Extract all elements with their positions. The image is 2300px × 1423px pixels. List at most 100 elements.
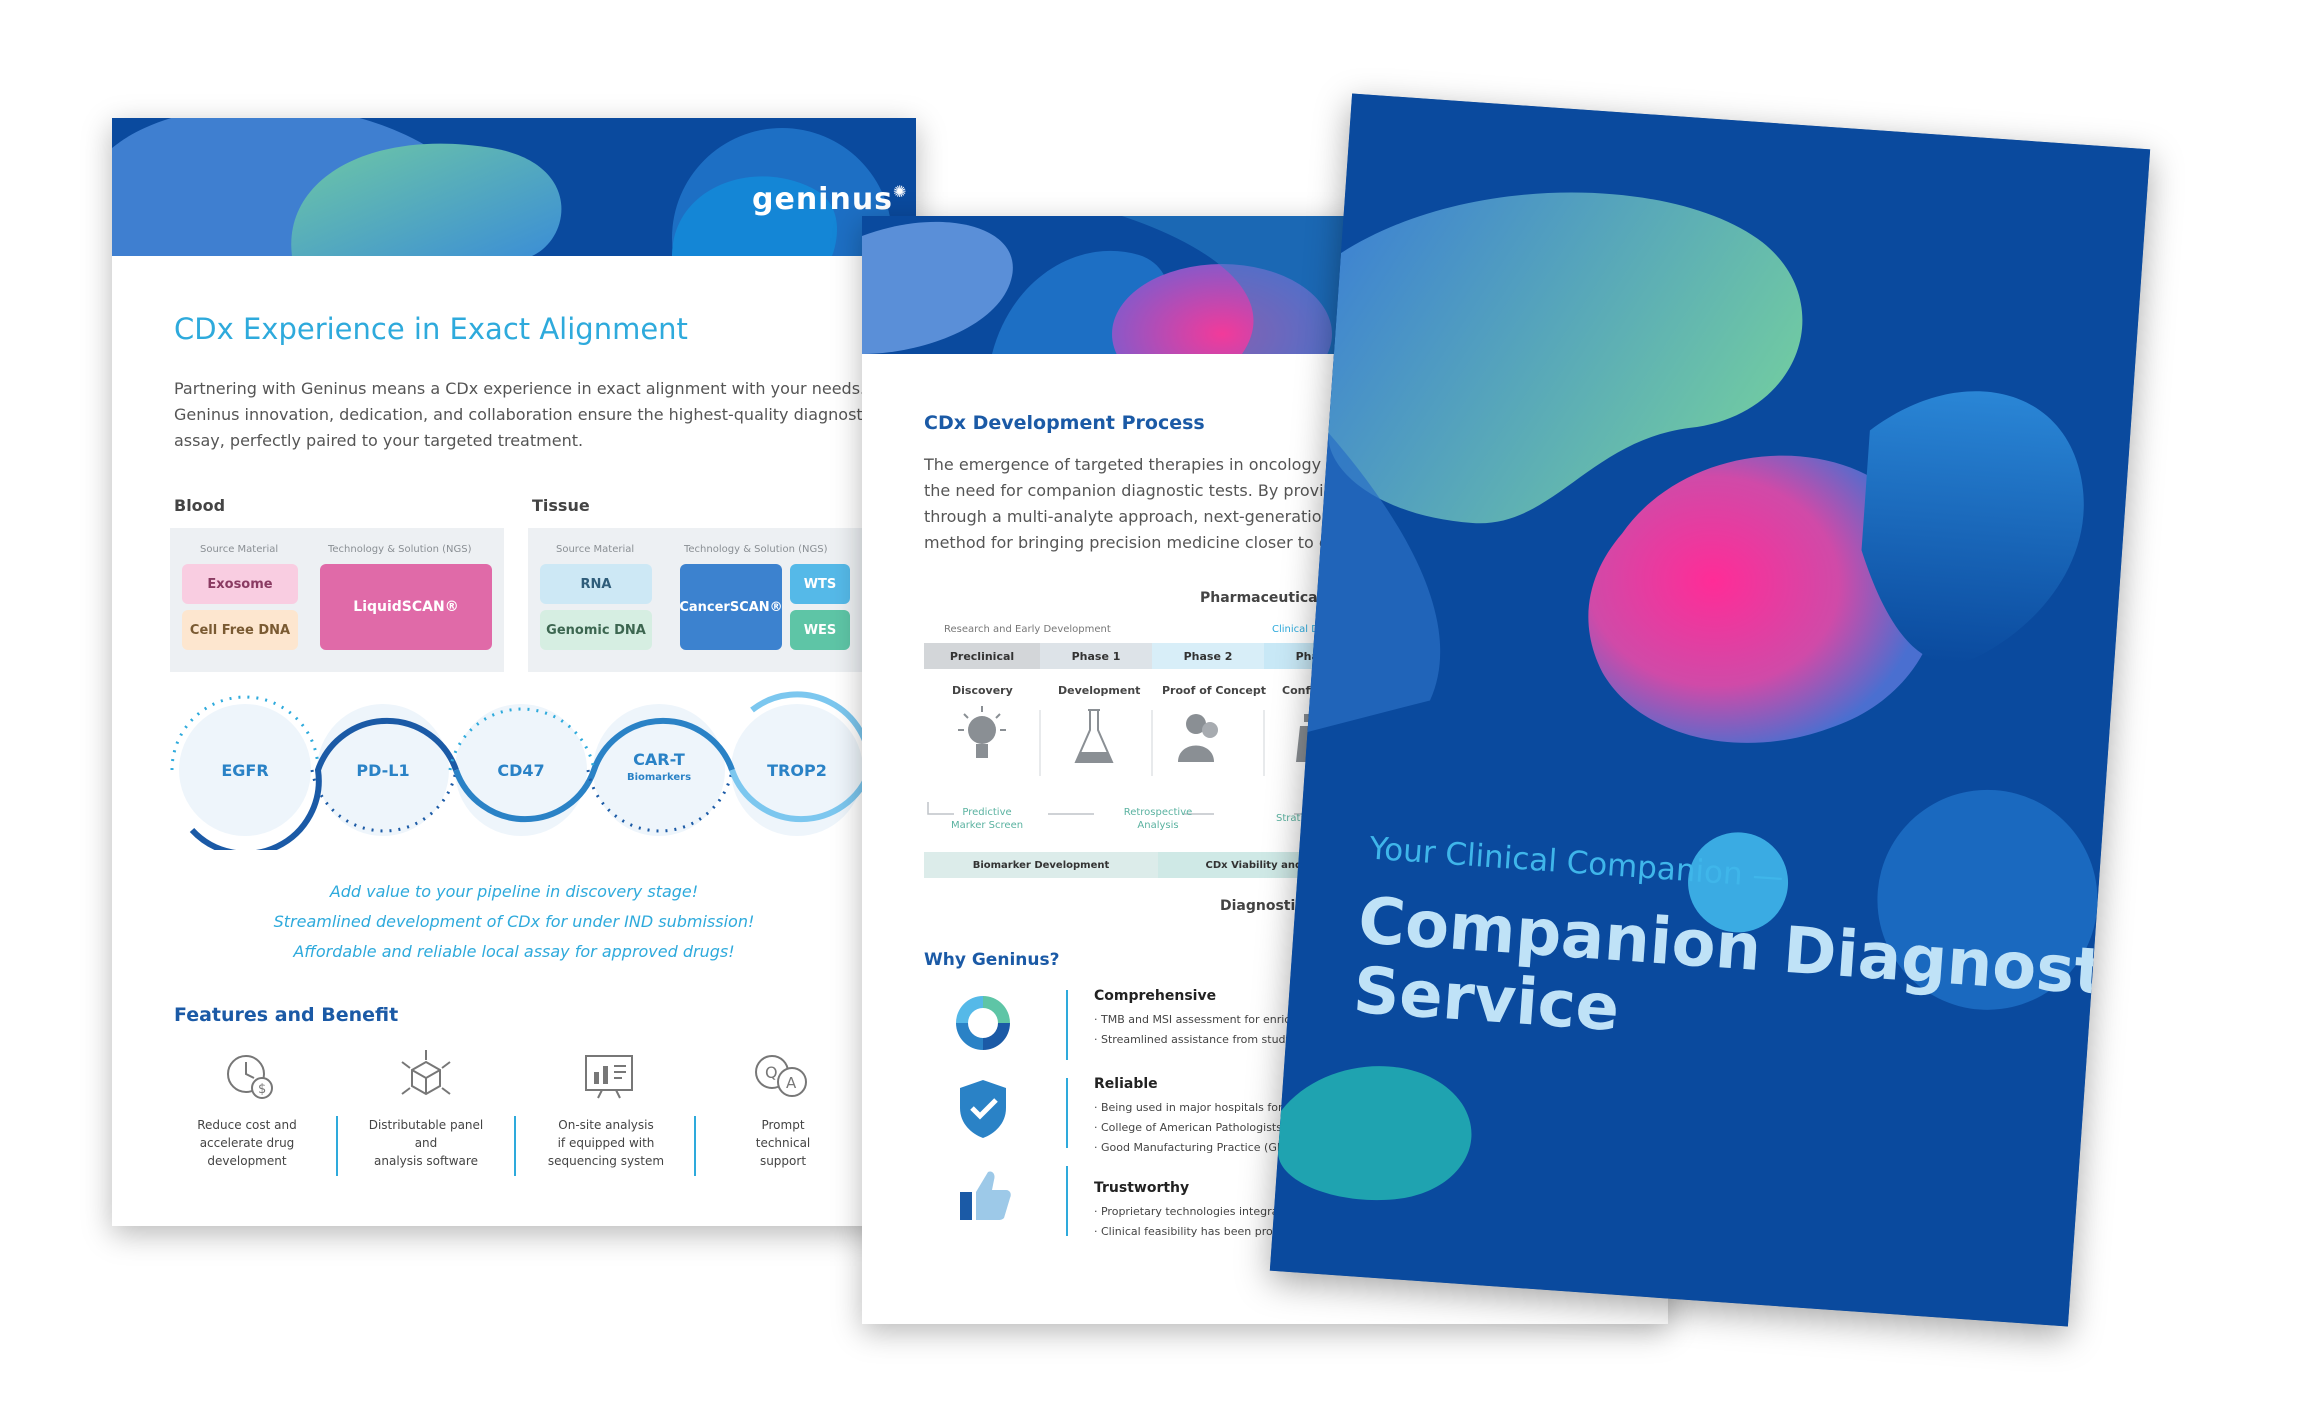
source-label: Source Material [556,544,635,555]
biomarker-car-t: CAR-T [633,750,685,769]
blood-panel: Source Material Technology & Solution (N… [170,528,504,672]
intro-line: The emergence of targeted therapies in o… [924,455,1432,474]
why-divider [1066,990,1068,1060]
tagline-2: Streamlined development of CDx for under… [273,912,755,931]
tagline-1: Add value to your pipeline in discovery … [329,882,699,901]
feature-line: Prompt [761,1118,805,1132]
bullet: · TMB and MSI assessment for enrichmen [1094,1013,1322,1026]
biomarker-pdl1: PD-L1 [356,761,410,780]
why-comprehensive-title: Comprehensive [1094,988,1217,1004]
tagline-3: Affordable and reliable local assay for … [293,942,735,961]
cover-abstract-graphic [1269,93,2151,1327]
feature-divider [514,1116,516,1176]
brochure-cover-wrapper: Your Clinical Companion — Companion Diag… [1269,93,2151,1327]
source-label: Source Material [200,544,279,555]
feature-label: On-site analysis if equipped with sequen… [531,1116,681,1170]
bullet: · College of American Pathologists (CA [1094,1121,1305,1134]
svg-text:Q: Q [765,1063,778,1082]
shield-check-icon [960,1080,1006,1138]
why-reliable-bullets: · Being used in major hospitals for deci… [1094,1098,1309,1158]
feature-divider [694,1116,696,1176]
intro-line: the need for companion diagnostic tests.… [924,481,1429,500]
biomarker-trop2: TROP2 [767,761,827,780]
solution-liquidscan: LiquidSCAN® [320,564,492,650]
why-reliable-title: Reliable [1094,1076,1158,1092]
brochure-cover: Your Clinical Companion — Companion Diag… [1269,93,2151,1327]
feature-line: support [759,1154,807,1168]
flask-icon [1074,709,1114,763]
biomarker-egfr: EGFR [221,761,269,780]
feature-divider [336,1116,338,1176]
analysis-line: Marker Screen [950,820,1024,831]
bullet: · Being used in major hospitals for deci [1094,1101,1309,1114]
intro-line: Geninus innovation, dedication, and coll… [174,405,876,424]
bullet: · Good Manufacturing Practice (GMP) [1094,1141,1298,1154]
bar-biomarker-development: Biomarker Development [924,852,1158,878]
analysis-line: Retrospective [1123,807,1193,818]
phase-2: Phase 2 [1152,643,1264,669]
page1-title: CDx Experience in Exact Alignment [174,312,688,346]
tissue-panel: Source Material Technology & Solution (N… [528,528,862,672]
step-development: Development [1058,684,1141,697]
tissue-heading: Tissue [532,496,590,515]
analysis-predictive: Predictive Marker Screen [924,806,1050,832]
step-proof-of-concept: Proof of Concept [1162,684,1266,697]
option-wes: WES [790,610,850,650]
why-comprehensive-bullets: · TMB and MSI assessment for enrichmen ·… [1094,1010,1322,1050]
feature-line: On-site analysis [558,1118,654,1132]
feature-line: if equipped with [557,1136,655,1150]
analysis-retrospective: Retrospective Analysis [1098,806,1218,832]
svg-text:$: $ [258,1082,266,1097]
solution-cancerscan: CancerSCAN® [679,564,783,650]
qa-bubbles-icon: Q A [755,1055,807,1097]
why-divider [1066,1078,1068,1148]
page1-header-graphic [112,118,916,256]
why-trustworthy-title: Trustworthy [1094,1180,1190,1196]
people-icon [1178,714,1218,762]
phase-1: Phase 1 [1040,643,1152,669]
intro-line: assay, perfectly paired to your targeted… [174,431,584,450]
intro-line: through a multi-analyte approach, next-g… [924,507,1419,526]
biomarker-cd47: CD47 [497,761,545,780]
pharmaceuticals-label: Pharmaceuticals [1200,590,1331,606]
feature-label: Distributable panel and analysis softwar… [351,1116,501,1170]
intro-line: Partnering with Geninus means a CDx expe… [174,379,866,398]
biomarker-chain-graphic [170,691,874,850]
analysis-line: Analysis [1137,820,1179,831]
why-geninus-heading: Why Geninus? [924,950,1060,970]
phase-preclinical: Preclinical [924,643,1040,669]
brochure-page-alignment: geninus✺ CDx Experience in Exact Alignme… [112,118,916,1226]
feature-label: Reduce cost and accelerate drug developm… [172,1116,322,1170]
feature-line: sequencing system [547,1154,665,1168]
feature-line: accelerate drug [199,1136,295,1150]
geninus-logo: geninus✺ [752,182,908,217]
svg-text:A: A [786,1074,797,1092]
source-rna: RNA [540,564,652,604]
feature-line: Distributable panel [368,1118,484,1132]
tech-label: Technology & Solution (NGS) [684,544,828,555]
feature-line: analysis software [374,1154,478,1168]
page2-intro: The emergence of targeted therapies in o… [924,452,1432,556]
cube-network-icon [401,1050,451,1096]
feature-line: development [207,1154,287,1168]
feature-line: Reduce cost and [197,1118,297,1132]
cycle-arrows-icon [956,996,1010,1050]
analysis-line: Predictive [962,807,1012,818]
biomarker-car-t-sub: Biomarkers [626,772,692,783]
why-divider [1066,1166,1068,1236]
feature-line: technical [755,1136,811,1150]
sun-icon: ✺ [893,182,908,201]
bullet: · Streamlined assistance from study desi [1094,1033,1319,1046]
page2-title: CDx Development Process [924,412,1205,434]
page1-intro: Partnering with Geninus means a CDx expe… [174,376,876,454]
clock-dollar-icon: $ [227,1055,273,1099]
chart-board-icon [585,1055,633,1099]
blood-heading: Blood [174,496,226,515]
features-heading: Features and Benefit [174,1004,399,1026]
step-discovery: Discovery [952,684,1013,697]
source-genomic-dna: Genomic DNA [540,610,652,650]
option-wts: WTS [790,564,850,604]
source-cfdna: Cell Free DNA [182,610,298,650]
feature-line: and [414,1136,438,1150]
thumbs-up-icon [960,1171,1011,1220]
